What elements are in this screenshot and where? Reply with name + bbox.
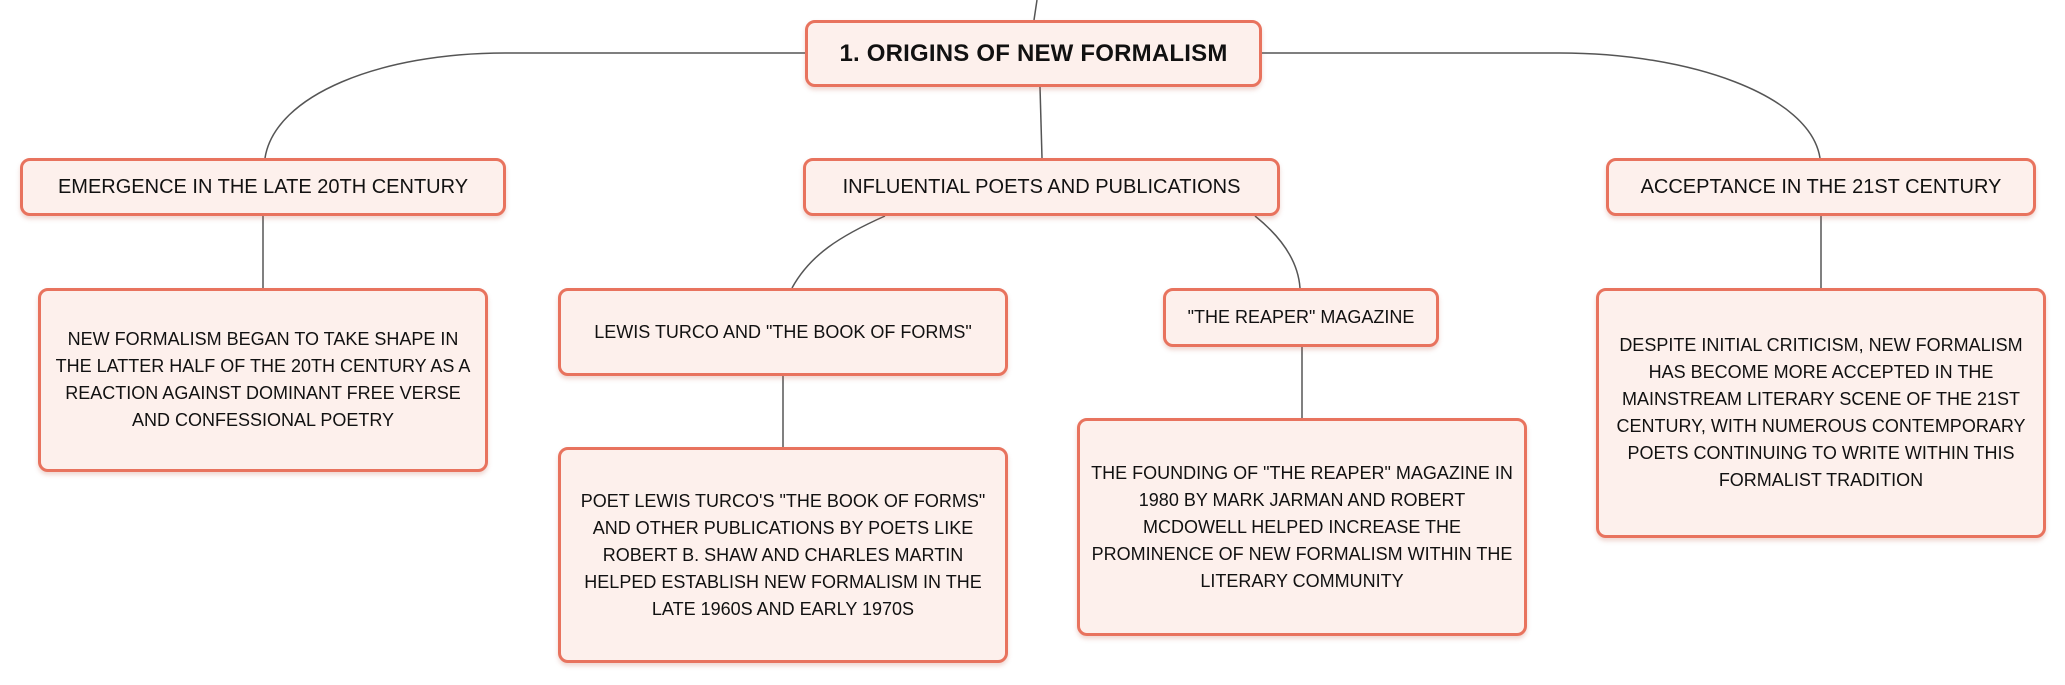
detail-node-reaper[interactable]: THE FOUNDING OF "THE REAPER" MAGAZINE IN… bbox=[1077, 418, 1527, 636]
detail-text-acceptance: DESPITE INITIAL CRITICISM, NEW FORMALISM… bbox=[1616, 335, 2026, 490]
root-topic-title: 1. ORIGINS OF NEW FORMALISM bbox=[839, 39, 1228, 67]
connector-root-to-emergence bbox=[264, 52, 805, 159]
topic-label-influential: INFLUENTIAL POETS AND PUBLICATIONS bbox=[842, 175, 1241, 198]
detail-node-turco[interactable]: POET LEWIS TURCO'S "THE BOOK OF FORMS" A… bbox=[558, 447, 1008, 663]
connector-influential-to-turco bbox=[791, 215, 886, 289]
topic-node-acceptance[interactable]: ACCEPTANCE IN THE 21ST CENTURY bbox=[1606, 158, 2036, 216]
root-topic-node[interactable]: 1. ORIGINS OF NEW FORMALISM bbox=[805, 20, 1262, 87]
connector-influential-to-reaper bbox=[1254, 215, 1301, 289]
detail-text-reaper: THE FOUNDING OF "THE REAPER" MAGAZINE IN… bbox=[1091, 462, 1513, 591]
subtopic-label-reaper: "THE REAPER" MAGAZINE bbox=[1187, 307, 1415, 327]
connector-parent-to-root bbox=[1033, 0, 1038, 21]
subtopic-node-turco[interactable]: LEWIS TURCO AND "THE BOOK OF FORMS" bbox=[558, 288, 1008, 376]
topic-label-acceptance: ACCEPTANCE IN THE 21ST CENTURY bbox=[1640, 175, 2002, 198]
detail-text-turco: POET LEWIS TURCO'S "THE BOOK OF FORMS" A… bbox=[580, 490, 986, 619]
topic-node-emergence[interactable]: EMERGENCE IN THE LATE 20TH CENTURY bbox=[20, 158, 506, 216]
detail-node-emergence[interactable]: NEW FORMALISM BEGAN TO TAKE SHAPE IN THE… bbox=[38, 288, 488, 472]
subtopic-label-turco: LEWIS TURCO AND "THE BOOK OF FORMS" bbox=[594, 321, 972, 342]
detail-text-emergence: NEW FORMALISM BEGAN TO TAKE SHAPE IN THE… bbox=[55, 329, 471, 430]
topic-node-influential[interactable]: INFLUENTIAL POETS AND PUBLICATIONS bbox=[803, 158, 1280, 216]
topic-label-emergence: EMERGENCE IN THE LATE 20TH CENTURY bbox=[57, 175, 469, 198]
subtopic-node-reaper[interactable]: "THE REAPER" MAGAZINE bbox=[1163, 288, 1439, 347]
detail-node-acceptance[interactable]: DESPITE INITIAL CRITICISM, NEW FORMALISM… bbox=[1596, 288, 2046, 538]
connector-root-to-influential bbox=[1039, 86, 1043, 159]
connector-root-to-acceptance bbox=[1262, 52, 1821, 159]
